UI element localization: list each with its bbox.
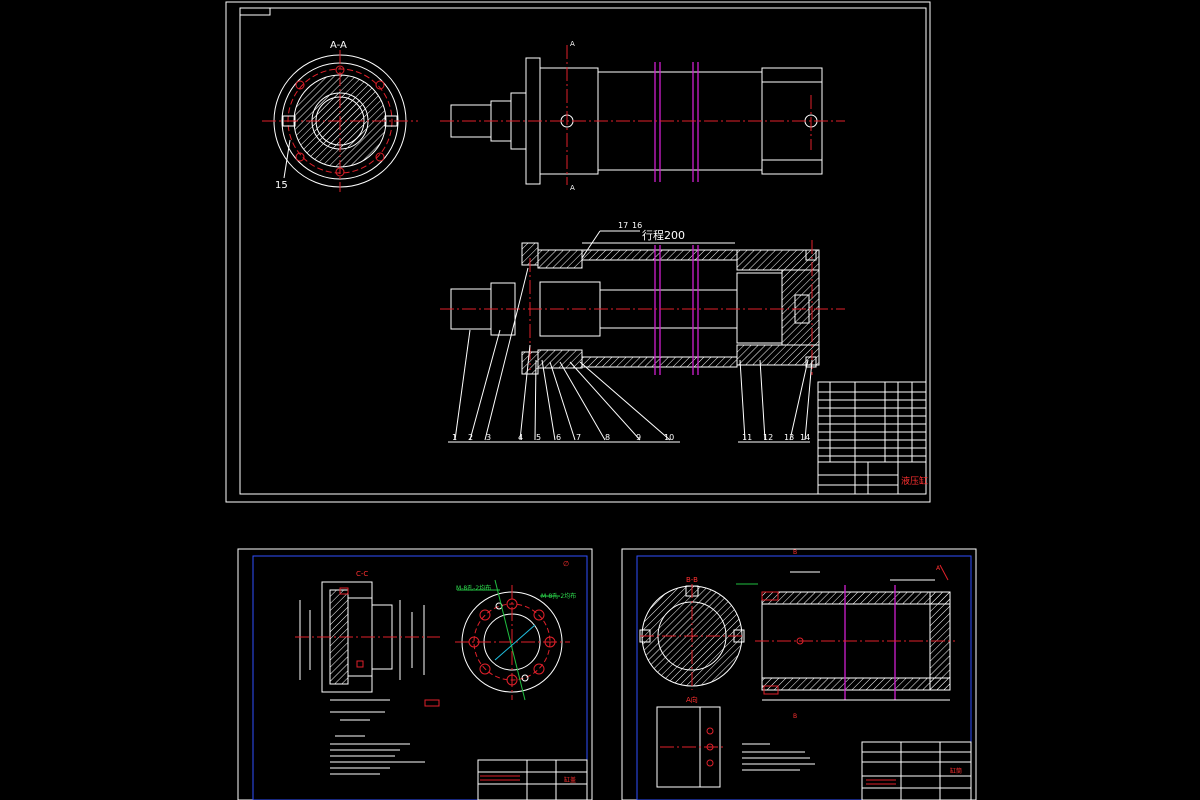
sheet-left-outer-border <box>237 548 593 800</box>
section-marker-a-right: A <box>936 565 941 572</box>
left-sheet-title: 缸盖 <box>564 776 576 784</box>
balloon-17-label: 17 <box>618 221 628 230</box>
section-label-a-a: A-A <box>330 40 347 51</box>
view-label-a: A向 <box>686 695 698 704</box>
a-direction-detail <box>656 706 725 788</box>
sheet-left: C-C ∅ <box>237 548 593 800</box>
balloon-2: 2 <box>468 433 473 442</box>
cylinder-elevation-view: A A <box>440 40 845 192</box>
balloon-15: 15 <box>275 180 288 191</box>
balloon-13: 13 <box>784 433 794 442</box>
balloon-3: 3 <box>486 433 491 442</box>
flange-front-view: M-8孔-2均布 M-8孔-2均布 <box>455 579 576 701</box>
main-title-text: 液压缸 <box>901 475 928 487</box>
balloon-7: 7 <box>576 433 581 442</box>
balloon-8: 8 <box>605 433 610 442</box>
cylinder-section-view: 17 16 行程200 <box>440 221 845 375</box>
balloon-numbers: 1 2 3 4 5 6 7 8 9 10 11 12 13 14 <box>452 433 810 442</box>
balloon-16-label: 16 <box>632 221 642 230</box>
section-label-c-c: C-C <box>356 570 368 578</box>
balloon-11: 11 <box>742 433 752 442</box>
balloon-leaders <box>448 267 813 443</box>
balloon-10: 10 <box>664 433 674 442</box>
balloon-4: 4 <box>518 433 523 442</box>
stroke-dimension-label: 行程200 <box>642 229 685 242</box>
balloon-9: 9 <box>636 433 641 442</box>
cover-section-view <box>295 581 440 721</box>
main-sheet-inner-border <box>239 7 927 495</box>
tube-ring-view: A向 <box>639 584 745 704</box>
note-green-2: M-8孔-2均布 <box>541 592 576 600</box>
section-marker-b-bottom: B <box>793 713 797 720</box>
tech-notes-right <box>742 743 815 771</box>
right-sheet-title: 缸筒 <box>950 767 962 775</box>
section-label-b-b: B-B <box>686 576 698 584</box>
sheet-right-inner-border <box>636 555 972 800</box>
section-marker-b-top: B <box>793 549 797 556</box>
parts-list-table: 液压缸 <box>817 381 928 495</box>
main-sheet: A-A 15 <box>225 1 931 503</box>
balloon-12: 12 <box>763 433 773 442</box>
section-marker-a-bottom: A <box>570 184 575 192</box>
main-sheet-outer-border <box>225 1 931 503</box>
sheet-right-outer-border <box>621 548 977 800</box>
sheet-left-inner-border <box>252 555 588 800</box>
balloon-6: 6 <box>556 433 561 442</box>
title-block-right: 缸筒 <box>861 741 972 800</box>
sheet-right: B-B B B A向 <box>621 548 977 800</box>
balloon-5: 5 <box>536 433 541 442</box>
left-sheet-corner-mark: ∅ <box>563 560 569 568</box>
note-green-1: M-8孔-2均布 <box>456 584 491 592</box>
tech-notes-left <box>330 735 425 775</box>
balloon-14: 14 <box>800 433 810 442</box>
section-marker-a-top: A <box>570 40 575 48</box>
balloon-1: 1 <box>452 433 457 442</box>
section-view-a-a: A-A 15 <box>262 40 418 192</box>
tube-section-view: A <box>736 564 955 701</box>
main-sheet-corner-tag <box>239 7 271 16</box>
title-block-left: 缸盖 <box>477 759 588 800</box>
